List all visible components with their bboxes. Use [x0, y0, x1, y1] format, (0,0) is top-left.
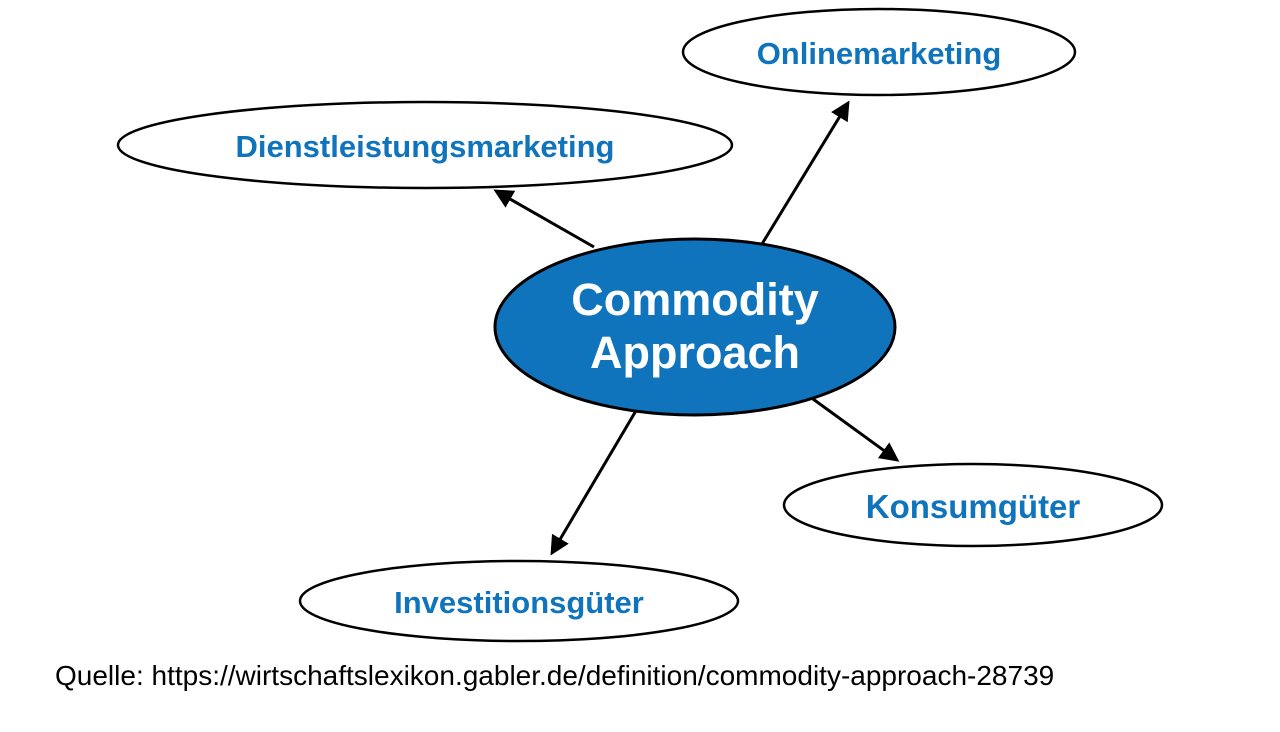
investitionsgueter-ellipse — [298, 559, 740, 643]
edge-center-to-konsumgueter — [812, 397, 900, 462]
commodity-approach-label-line2: Approach — [590, 327, 800, 378]
commodity-approach-label-line1: Commodity — [571, 274, 819, 325]
source-citation: Quelle: https://wirtschaftslexikon.gable… — [55, 660, 1055, 691]
node-investitionsgueter: Investitionsgüter — [298, 559, 740, 643]
node-dienstleistungsmarketing: Dienstleistungsmarketing — [116, 100, 734, 190]
dienstleistungsmarketing-label: Dienstleistungsmarketing — [236, 129, 615, 164]
edge-center-to-onlinemarketing — [760, 100, 850, 245]
konsumgueter-label: Konsumgüter — [866, 488, 1081, 525]
commodity-approach-ellipse — [493, 237, 897, 417]
dienstleistungsmarketing-ellipse — [116, 100, 734, 190]
onlinemarketing-ellipse — [681, 7, 1077, 97]
edge-center-to-dienstleistungsmarketing — [493, 189, 595, 249]
konsumgueter-ellipse — [782, 462, 1164, 548]
edges — [493, 100, 900, 556]
edge-center-to-investitionsgueter — [550, 408, 639, 556]
onlinemarketing-label: Onlinemarketing — [757, 36, 1002, 71]
node-onlinemarketing: Onlinemarketing — [681, 7, 1077, 97]
node-konsumgueter: Konsumgüter — [782, 462, 1164, 548]
investitionsgueter-label: Investitionsgüter — [394, 585, 644, 620]
node-commodity-approach: Commodity Approach — [493, 237, 897, 417]
